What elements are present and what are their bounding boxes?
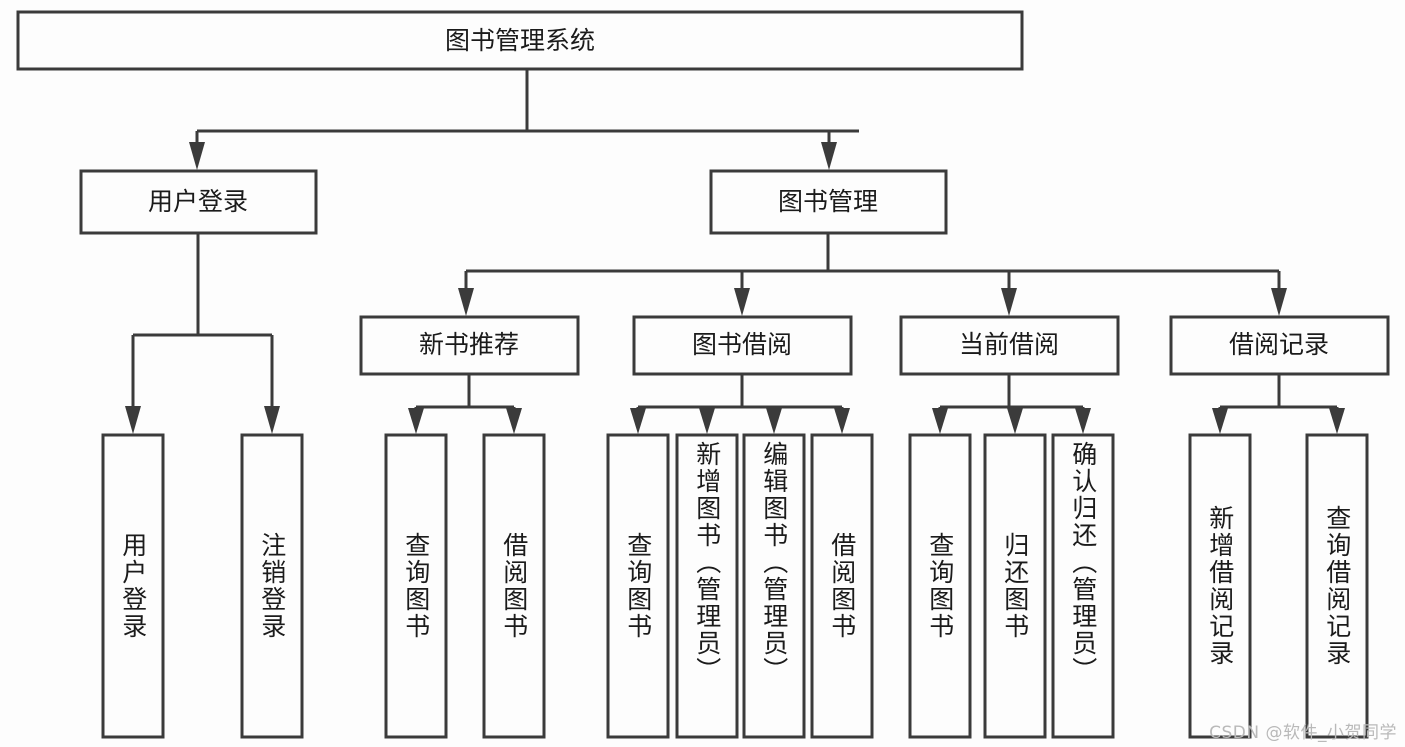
arrow-to-book-borrow — [734, 288, 750, 316]
leaf-box-logout[interactable] — [240, 433, 304, 739]
leaf-box-query-record[interactable] — [1305, 433, 1369, 739]
node-book-borrow[interactable]: 图书借阅 — [632, 315, 853, 376]
leaf-box-confirm-return[interactable] — [1051, 433, 1115, 739]
leaf-box-borrow-book-1[interactable] — [482, 433, 546, 739]
connector-current-borrow-to-leaves — [932, 374, 1091, 434]
book-borrow-label: 图书借阅 — [692, 330, 792, 359]
arrow-to-leaf-borrow-book-1 — [506, 408, 522, 434]
csdn-watermark: CSDN @软件_小贺同学 — [1209, 723, 1397, 743]
leaf-box-query-book-1[interactable] — [384, 433, 448, 739]
leaf-box-user-login[interactable] — [101, 433, 165, 739]
user-login-box[interactable] — [79, 169, 318, 235]
arrow-to-new-book-rec — [458, 288, 474, 316]
arrow-to-leaf-confirm-return — [1075, 408, 1091, 434]
borrow-record-label: 借阅记录 — [1229, 330, 1329, 359]
connector-root-to-level2 — [189, 69, 859, 170]
arrow-to-leaf-user-login — [125, 406, 141, 434]
connector-borrow-record-to-leaves — [1212, 374, 1345, 434]
new-book-rec-label: 新书推荐 — [419, 330, 519, 359]
arrow-to-leaf-edit-book — [766, 408, 782, 434]
connector-book-manage-to-level3 — [458, 233, 1287, 316]
leaf-box-query-book-3[interactable] — [908, 433, 972, 739]
arrow-to-leaf-query-book-2 — [630, 408, 646, 434]
new-book-rec-box[interactable] — [359, 315, 580, 376]
arrow-to-leaf-logout — [264, 406, 280, 434]
arrow-to-borrow-record — [1271, 288, 1287, 316]
arrow-to-leaf-query-book-1 — [408, 408, 424, 434]
arrow-to-leaf-add-record — [1212, 408, 1228, 434]
node-current-borrow[interactable]: 当前借阅 — [899, 315, 1120, 376]
arrow-to-leaf-query-record — [1329, 408, 1345, 434]
connector-book-borrow-to-leaves — [630, 374, 850, 434]
arrow-to-leaf-return-book — [1007, 408, 1023, 434]
arrow-to-user-login — [189, 142, 205, 170]
leaf-box-return-book[interactable] — [983, 433, 1047, 739]
arrow-to-book-manage — [821, 142, 837, 170]
leaf-box-edit-book[interactable] — [742, 433, 806, 739]
node-borrow-record[interactable]: 借阅记录 — [1169, 315, 1390, 376]
leaf-box-borrow-book-2[interactable] — [810, 433, 874, 739]
user-login-label: 用户登录 — [148, 187, 248, 216]
current-borrow-box[interactable] — [899, 315, 1120, 376]
node-user-login[interactable]: 用户登录 — [79, 169, 318, 235]
root-label: 图书管理系统 — [445, 26, 595, 55]
connector-user-login-to-leaves — [125, 233, 280, 434]
arrow-to-leaf-borrow-book-2 — [834, 408, 850, 434]
current-borrow-label: 当前借阅 — [959, 330, 1059, 359]
root-box[interactable] — [16, 10, 1024, 71]
node-root[interactable]: 图书管理系统 — [16, 10, 1024, 71]
book-manage-label: 图书管理 — [778, 187, 878, 216]
arrow-to-leaf-add-book — [699, 408, 715, 434]
connector-new-book-rec-to-leaves — [408, 374, 522, 434]
arrow-to-current-borrow — [1001, 288, 1017, 316]
arrow-to-leaf-query-book-3 — [932, 408, 948, 434]
node-book-manage[interactable]: 图书管理 — [709, 169, 948, 235]
leaf-box-add-book[interactable] — [675, 433, 739, 739]
leaf-box-add-record[interactable] — [1188, 433, 1252, 739]
leaf-box-query-book-2[interactable] — [606, 433, 670, 739]
leaf-boxes — [101, 433, 1369, 739]
node-new-book-rec[interactable]: 新书推荐 — [359, 315, 580, 376]
